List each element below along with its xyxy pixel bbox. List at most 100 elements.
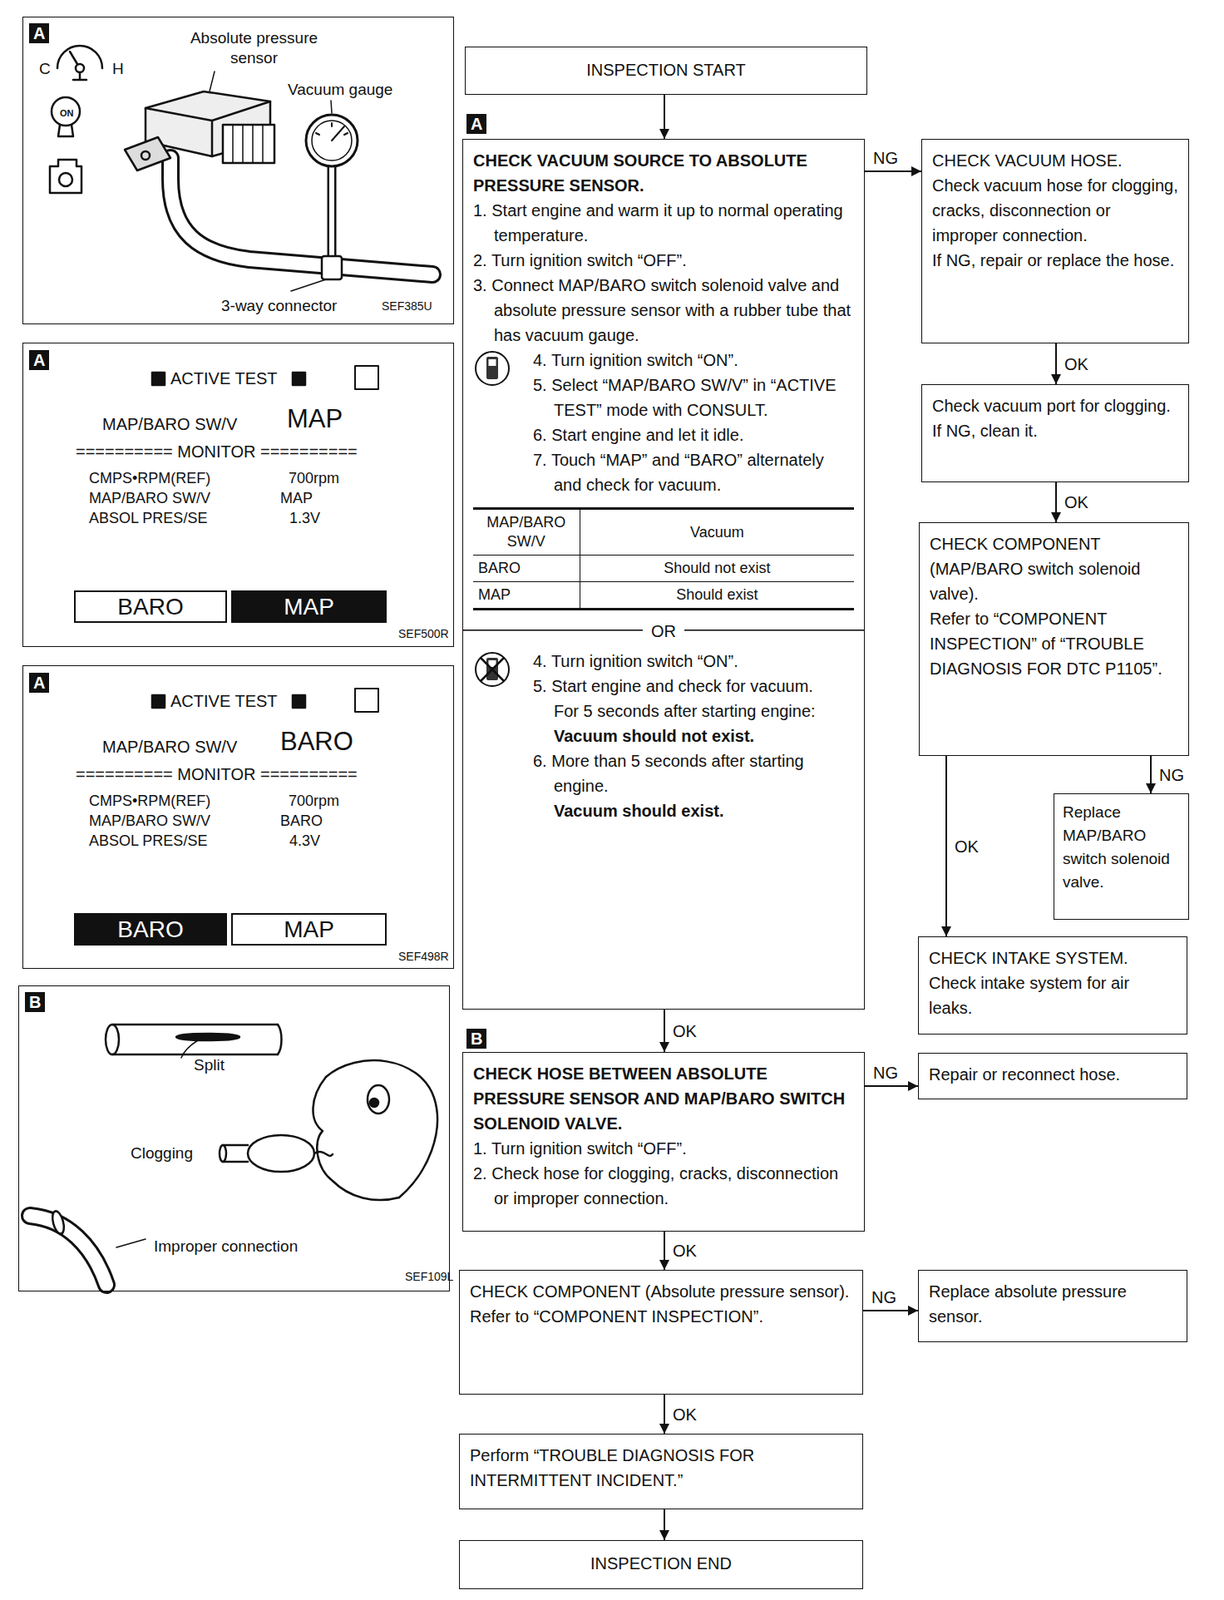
label-text: BARO [478, 558, 575, 578]
node-text: CHECK VACUUM SOURCE TO ABSOLUTE PRESSURE… [473, 148, 854, 198]
node-text: C [39, 59, 51, 79]
leader-line [116, 1238, 146, 1248]
process-box: CHECK INTAKE SYSTEM.Check intake system … [918, 936, 1188, 1035]
node-text: INSPECTION END [469, 1550, 853, 1576]
title-square [292, 372, 306, 385]
node-text: ACTIVE TEST [170, 690, 278, 711]
node-text: 2. Turn ignition switch “OFF”. [473, 247, 854, 273]
node-text: Split [193, 1055, 225, 1076]
gauge-stem [73, 72, 87, 80]
node-text: 4. Turn ignition switch “ON”. [533, 648, 854, 674]
vacuum-gauge [306, 114, 358, 167]
node-text: 4. Turn ignition switch “ON”. [533, 347, 854, 373]
node-text: MAP/BARO SW/V [102, 736, 237, 757]
process-box: Replace MAP/BARO switch solenoid valve. [1053, 793, 1190, 920]
edge-label: OK [1062, 492, 1091, 513]
node-text: MAP [280, 488, 313, 508]
flow-arrow [1055, 343, 1057, 385]
engine-fan [59, 172, 73, 187]
tube-end [105, 1024, 119, 1055]
flow-arrow [945, 755, 948, 937]
node-text: Absolute pressure sensor [177, 28, 331, 69]
condition-table: MAP/BARO SW/VVacuumBAROShould not existM… [473, 507, 854, 611]
icon-ring [475, 652, 509, 687]
flow-arrow [663, 1231, 666, 1270]
illustration-panel: ACHONAbsolute pressure sensorVacuum gaug… [22, 16, 455, 325]
node-text: 3. Connect MAP/BARO switch solenoid valv… [473, 272, 854, 348]
label-text: B [466, 1028, 487, 1049]
flow-arrow [863, 1309, 918, 1312]
node-text: MAP/BARO SW/V [102, 414, 237, 435]
title-square [152, 695, 165, 708]
edge-label: OK [1062, 354, 1091, 375]
node-text: 4.3V [289, 831, 321, 850]
tube-end [277, 1024, 282, 1055]
node-text: CHECK HOSE BETWEEN ABSOLUTE PRESSURE SEN… [473, 1061, 854, 1136]
process-box: Perform “TROUBLE DIAGNOSIS FOR INTERMITT… [459, 1433, 864, 1510]
leader-line [209, 71, 215, 92]
node-text: SEF498R [398, 948, 450, 964]
ignition-key [51, 97, 80, 126]
hose [29, 1215, 107, 1285]
node-text: CHECK COMPONENT (MAP/BARO switch solenoi… [929, 531, 1179, 607]
node-text: MAP [286, 404, 343, 434]
flow-arrow [663, 94, 666, 139]
flow-arrow [663, 1509, 666, 1540]
flow-arrow [663, 1009, 666, 1052]
table-row: BARO Should not exist [473, 555, 854, 583]
sensor-bracket [124, 137, 171, 171]
node-text: BARO [280, 727, 354, 756]
flow-arrow [864, 1085, 918, 1087]
hose-inner [29, 1215, 107, 1285]
node-text: Vacuum should exist. [533, 798, 854, 824]
edge-label: NG [871, 148, 900, 168]
label-text: Should not exist [585, 558, 849, 578]
node-text: 5. Start engine and check for vacuum. [533, 673, 854, 699]
node-text: Replace absolute pressure sensor. [928, 1278, 1177, 1329]
table-cell: MAP [473, 582, 580, 610]
node-text: MAP/BARO SW/V [88, 811, 211, 830]
title-square [292, 695, 306, 708]
node-text: 1. Turn ignition switch “OFF”. [473, 1135, 854, 1161]
process-box: CHECK COMPONENT (Absolute pressure senso… [459, 1269, 864, 1395]
leader-line [291, 279, 326, 292]
leader-line [330, 100, 332, 114]
node-text: Replace MAP/BARO switch solenoid valve. [1062, 800, 1180, 894]
node-text: SEF500R [398, 626, 450, 642]
node-text: CMPS•RPM(REF) [88, 468, 211, 488]
face-cheek [312, 1076, 400, 1200]
node-text: ABSOL PRES/SE [88, 508, 208, 528]
label-text: MAP [478, 585, 575, 605]
node-text: BARO [117, 595, 183, 619]
node-text: 2. Check hose for clogging, cracks, disc… [473, 1160, 854, 1211]
node-text: CHECK VACUUM HOSE. [932, 148, 1179, 173]
bolt [141, 151, 150, 160]
icon-graphic [473, 347, 512, 390]
flow-arrow [663, 1394, 666, 1434]
cross [480, 657, 504, 682]
or-divider: OR [463, 618, 864, 642]
tube-end [219, 1145, 227, 1162]
gauge-needle [315, 123, 348, 141]
node-text: MAP/BARO SW/V [88, 488, 211, 508]
node-text: Refer to “COMPONENT INSPECTION”. [469, 1303, 853, 1329]
no-consult-icon [473, 648, 512, 697]
engine-icon [49, 159, 82, 193]
node-text: ON [59, 107, 75, 119]
label-text: MAP/BARO SW/V [478, 513, 575, 552]
consult-screen-panel: AACTIVE TESTMAP/BARO SW/VBARO========== … [22, 665, 455, 969]
node-text: 5. Select “MAP/BARO SW/V” in “ACTIVE TES… [533, 372, 854, 423]
node-text: Repair or reconnect hose. [928, 1061, 1177, 1087]
consult-screen [488, 359, 497, 366]
eye [367, 1085, 390, 1114]
hose-joint [50, 1209, 67, 1235]
icon-ring [475, 351, 509, 385]
key-blade [58, 124, 74, 137]
table-row: MAP/BARO SW/VVacuum [473, 508, 854, 556]
node-text: H [112, 59, 124, 79]
process-box: Replace absolute pressure sensor. [918, 1269, 1188, 1343]
table-cell: Should not exist [579, 555, 854, 583]
edge-label: NG [869, 1287, 899, 1308]
node-text: Clogging [130, 1143, 193, 1164]
